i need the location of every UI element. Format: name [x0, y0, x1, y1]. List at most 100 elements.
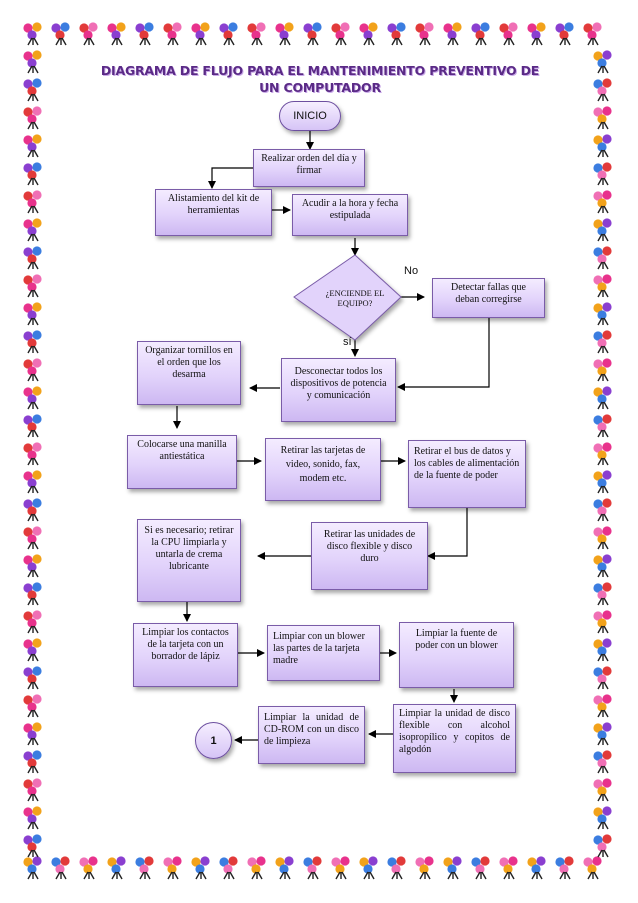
balloon-icon — [303, 22, 322, 46]
balloon-icon — [23, 246, 42, 270]
balloon-icon — [593, 610, 612, 634]
balloon-icon — [23, 856, 42, 880]
balloon-icon — [593, 582, 612, 606]
balloon-icon — [593, 358, 612, 382]
balloon-icon — [219, 856, 238, 880]
node-acudir: Acudir a la hora y fecha estipulada — [292, 194, 408, 236]
node-bus: Retirar el bus de datos y los cables de … — [408, 440, 526, 508]
node-blower-madre-text: Limpiar con un blower las partes de la t… — [273, 631, 365, 666]
balloon-icon — [593, 750, 612, 774]
node-cdrom: Limpiar la unidad de CD-ROM con un disco… — [258, 706, 365, 764]
balloon-icon — [593, 498, 612, 522]
balloon-icon — [51, 22, 70, 46]
balloon-icon — [23, 834, 42, 858]
node-kit: Alistamiento del kit de herramientas — [155, 189, 272, 236]
balloon-icon — [583, 856, 602, 880]
balloon-icon — [23, 274, 42, 298]
node-acudir-text: Acudir a la hora y fecha estipulada — [301, 198, 399, 221]
balloon-icon — [303, 856, 322, 880]
balloon-icon — [23, 134, 42, 158]
balloon-icon — [593, 218, 612, 242]
balloon-icon — [23, 610, 42, 634]
node-bus-text: Retirar el bus de datos y los cables de … — [414, 446, 520, 481]
balloon-icon — [443, 856, 462, 880]
balloon-icon — [331, 856, 350, 880]
balloon-icon — [331, 22, 350, 46]
balloon-icon — [583, 22, 602, 46]
balloon-icon — [23, 526, 42, 550]
node-blower-fuente: Limpiar la fuente de poder con un blower — [399, 622, 514, 688]
balloon-icon — [191, 22, 210, 46]
balloon-icon — [593, 274, 612, 298]
node-blower-fuente-text: Limpiar la fuente de poder con un blower — [415, 628, 498, 651]
balloon-icon — [275, 856, 294, 880]
arrow-bus-unidades — [427, 508, 468, 560]
node-organizar: Organizar tornillos en el orden que los … — [137, 341, 241, 405]
balloon-icon — [593, 78, 612, 102]
decision-text: ¿ENCIENDE EL EQUIPO? — [325, 288, 385, 308]
balloon-icon — [23, 190, 42, 214]
balloon-icon — [23, 106, 42, 130]
balloon-icon — [51, 856, 70, 880]
start-node: INICIO — [279, 101, 341, 131]
node-kit-text: Alistamiento del kit de herramientas — [167, 193, 260, 216]
node-organizar-text: Organizar tornillos en el orden que los … — [145, 345, 233, 380]
balloon-icon — [593, 778, 612, 802]
balloon-icon — [107, 856, 126, 880]
node-disco-flexible-text: Limpiar la unidad de disco flexible con … — [399, 708, 510, 755]
balloon-icon — [387, 22, 406, 46]
balloon-icon — [135, 856, 154, 880]
node-fallas-text: Detectar fallas que deban corregirse — [451, 282, 526, 305]
balloon-icon — [593, 834, 612, 858]
balloon-icon — [23, 218, 42, 242]
balloon-icon — [23, 806, 42, 830]
balloon-icon — [23, 330, 42, 354]
node-unidades-text: Retirar las unidades de disco flexible y… — [323, 529, 416, 564]
balloon-icon — [443, 22, 462, 46]
balloon-icon — [527, 856, 546, 880]
balloon-icon — [23, 386, 42, 410]
balloon-icon — [191, 856, 210, 880]
balloon-icon — [593, 386, 612, 410]
label-si: sí — [343, 336, 352, 348]
balloon-icon — [415, 856, 434, 880]
balloon-icon — [593, 162, 612, 186]
balloon-icon — [593, 638, 612, 662]
balloon-icon — [23, 50, 42, 74]
balloon-icon — [593, 470, 612, 494]
balloon-icon — [593, 246, 612, 270]
balloon-icon — [593, 302, 612, 326]
balloon-icon — [219, 22, 238, 46]
balloon-icon — [135, 22, 154, 46]
balloon-icon — [79, 856, 98, 880]
balloon-icon — [593, 442, 612, 466]
node-orden: Realizar orden del día y firmar — [253, 149, 365, 187]
node-cpu: Si es necesario; retirar la CPU limpiarl… — [137, 519, 241, 602]
node-orden-text: Realizar orden del día y firmar — [261, 153, 357, 176]
balloon-icon — [23, 442, 42, 466]
node-unidades: Retirar las unidades de disco flexible y… — [311, 522, 428, 590]
node-desconectar: Desconectar todos los dispositivos de po… — [281, 358, 396, 422]
connector-label: 1 — [210, 734, 217, 747]
balloon-icon — [163, 856, 182, 880]
node-contactos: Limpiar los contactos de la tarjeta con … — [133, 623, 238, 687]
balloon-icon — [593, 722, 612, 746]
arrow-fallas-desconectar — [397, 318, 490, 391]
balloon-icon — [555, 856, 574, 880]
node-manilla: Colocarse una manilla antiestática — [127, 435, 237, 489]
balloon-icon — [23, 722, 42, 746]
node-tarjetas-text: Retirar las tarjetas de video, sonido, f… — [280, 445, 366, 484]
balloon-icon — [23, 162, 42, 186]
balloon-icon — [471, 856, 490, 880]
connector-node: 1 — [195, 722, 232, 759]
balloon-icon — [499, 856, 518, 880]
balloon-icon — [499, 22, 518, 46]
balloon-icon — [23, 22, 42, 46]
page-title: Diagrama de flujo para el mantenimiento … — [100, 63, 540, 95]
node-manilla-text: Colocarse una manilla antiestática — [137, 439, 227, 462]
balloon-icon — [359, 856, 378, 880]
balloon-icon — [471, 22, 490, 46]
arrow-orden-kit — [208, 167, 253, 189]
